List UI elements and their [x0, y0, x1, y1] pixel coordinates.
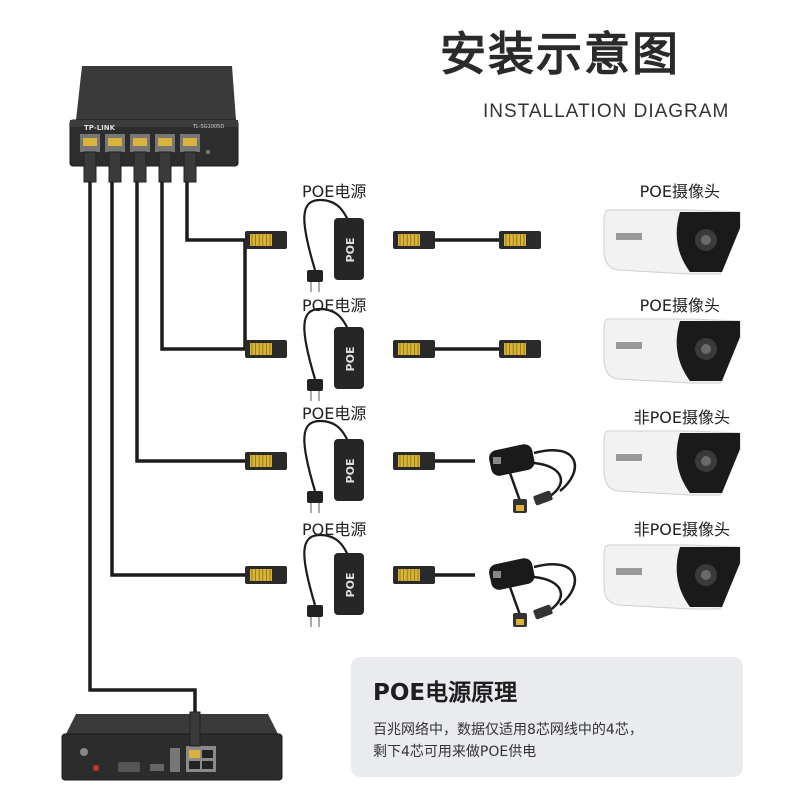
output-connector-1 [393, 231, 435, 249]
input-connector-4 [245, 566, 287, 584]
hdmi-port-icon [150, 764, 164, 771]
usb-port-icon [170, 748, 180, 772]
switch-port-2 [105, 134, 125, 183]
camera-2 [603, 318, 741, 384]
info-box: POE电源原理 百兆网络中，数据仅适用8芯网线中的4芯， 剩下4芯可用来做POE… [351, 657, 743, 777]
injector-label-4: POE电源 [302, 520, 367, 539]
poe-injector-4: POE [334, 553, 364, 615]
output-connector-2 [393, 340, 435, 358]
switch-port-3 [130, 134, 150, 183]
injector-text-4: POE [344, 573, 357, 598]
info-text: 百兆网络中，数据仅适用8芯网线中的4芯， 剩下4芯可用来做POE供电 [373, 719, 733, 763]
camera-label-2: POE摄像头 [639, 296, 720, 315]
audio-port-icon [93, 765, 99, 771]
network-cables [88, 182, 247, 712]
power-led [205, 149, 211, 155]
camera-logo [616, 233, 642, 240]
input-connector-3 [245, 452, 287, 470]
row-3: POE [245, 419, 741, 513]
power-plug-icon [307, 605, 323, 627]
row-2: POE [245, 307, 741, 401]
injector-text-1: POE [344, 238, 357, 263]
camera-1 [603, 209, 741, 275]
dc-jack-icon [533, 490, 553, 506]
page-subtitle: INSTALLATION DIAGRAM [483, 101, 730, 122]
page-title: 安装示意图 [440, 27, 680, 81]
dc-jack-icon [533, 604, 553, 620]
camera-logo [616, 454, 642, 461]
switch-cable-3 [135, 182, 245, 463]
switch-brand: TP-LINK [84, 124, 116, 132]
info-line-1: 百兆网络中，数据仅适用8芯网线中的4芯， [373, 722, 643, 738]
switch-port-5 [180, 134, 200, 183]
injector-text-3: POE [344, 459, 357, 484]
poe-injector-1: POE [334, 218, 364, 280]
output-connector-4 [393, 566, 435, 584]
lan-plug-icon [513, 613, 527, 627]
injector-cord-1 [303, 198, 349, 271]
poe-splitter-4 [489, 558, 577, 627]
row-4: POE [245, 533, 741, 627]
info-title: POE电源原理 [373, 680, 518, 706]
injector-cord-4 [303, 533, 349, 606]
poe-injector-3: POE [334, 439, 364, 501]
camera-4 [603, 544, 741, 610]
switch-port-1 [80, 134, 100, 183]
camera-logo [616, 342, 642, 349]
poe-switch [69, 66, 239, 183]
nvr-rj45-plug [189, 711, 201, 747]
injector-label-1: POE电源 [302, 182, 367, 201]
vga-port-icon [118, 762, 140, 772]
nvr-power-icon [80, 748, 88, 756]
output-connector-3 [393, 452, 435, 470]
camera-3 [603, 430, 741, 496]
injector-label-2: POE电源 [302, 296, 367, 315]
switch-cable-2 [160, 182, 245, 351]
camera-label-4: 非POE摄像头 [633, 520, 730, 539]
info-line-2: 剩下4芯可用来做POE供电 [373, 744, 537, 760]
switch-cable-1 [185, 182, 245, 242]
injector-cord-2 [303, 307, 349, 380]
input-connector-2 [245, 340, 287, 358]
power-plug-icon [307, 270, 323, 292]
input-connector-1 [245, 231, 287, 249]
injector-label-3: POE电源 [302, 404, 367, 423]
lan-plug-icon [513, 499, 527, 513]
camera-connector-2 [499, 340, 541, 358]
injector-cord-3 [303, 419, 349, 492]
camera-logo [616, 568, 642, 575]
power-plug-icon [307, 379, 323, 401]
poe-injector-2: POE [334, 327, 364, 389]
nvr-recorder [61, 711, 283, 781]
injector-text-2: POE [344, 347, 357, 372]
power-plug-icon [307, 491, 323, 513]
switch-model: TL-SG1005D [193, 124, 225, 130]
poe-splitter-3 [489, 444, 577, 513]
camera-connector-1 [499, 231, 541, 249]
row-1: POE [245, 198, 741, 292]
camera-label-1: POE摄像头 [639, 182, 720, 201]
switch-port-4 [155, 134, 175, 183]
switch-cable-5 [88, 182, 197, 712]
camera-label-3: 非POE摄像头 [633, 408, 730, 427]
switch-cable-4 [110, 182, 245, 577]
